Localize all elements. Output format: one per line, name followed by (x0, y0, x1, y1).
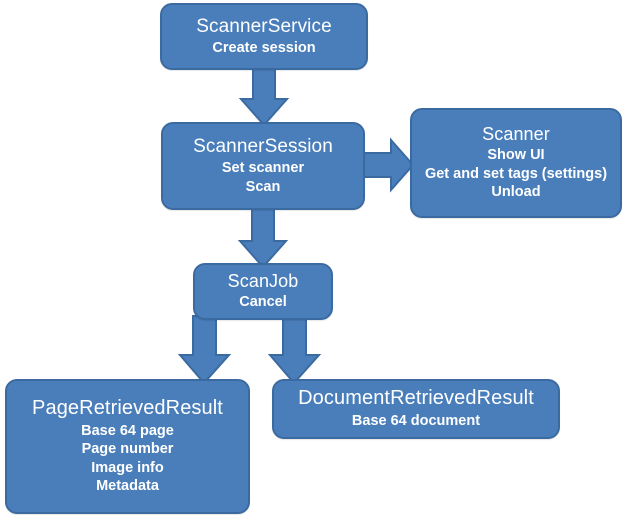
node-page-retrieved-result[interactable]: PageRetrievedResult Base 64 page Page nu… (5, 379, 250, 514)
arrow-session-to-scanjob (237, 205, 289, 269)
node-scanner-session[interactable]: ScannerSession Set scanner Scan (161, 122, 365, 210)
node-scan-job-title: ScanJob (227, 271, 299, 292)
arrow-scanjob-to-page (177, 315, 232, 385)
node-scan-job[interactable]: ScanJob Cancel (193, 263, 333, 320)
node-page-retrieved-result-line-0: Base 64 page (81, 422, 174, 439)
node-scanner-line-0: Show UI (487, 147, 545, 164)
node-scan-job-line-0: Cancel (239, 294, 287, 311)
node-scanner-service-lines: Create session (212, 39, 315, 58)
node-scanner-session-lines: Set scanner Scan (222, 159, 304, 196)
node-scanner-line-1: Get and set tags (settings) (424, 165, 608, 182)
node-page-retrieved-result-title: PageRetrievedResult (32, 397, 223, 420)
node-scanner[interactable]: Scanner Show UI Get and set tags (settin… (410, 108, 622, 218)
node-page-retrieved-result-line-1: Page number (81, 441, 174, 458)
node-scanner-line-2: Unload (491, 184, 541, 201)
node-page-retrieved-result-line-2: Image info (91, 459, 164, 476)
node-document-retrieved-result[interactable]: DocumentRetrievedResult Base 64 document (272, 379, 560, 439)
node-document-retrieved-result-title: DocumentRetrievedResult (298, 387, 534, 410)
node-page-retrieved-result-lines: Base 64 page Page number Image info Meta… (81, 422, 174, 496)
node-scanner-lines: Show UI Get and set tags (settings) Unlo… (425, 146, 607, 202)
arrow-service-to-session (238, 65, 290, 127)
node-scan-job-lines: Cancel (239, 293, 287, 312)
node-scanner-service[interactable]: ScannerService Create session (160, 3, 368, 70)
node-scanner-service-title: ScannerService (196, 15, 332, 37)
node-scanner-session-line-1: Scan (245, 178, 281, 195)
node-scanner-session-line-0: Set scanner (221, 160, 305, 177)
node-document-retrieved-result-lines: Base 64 document (352, 412, 480, 431)
node-document-retrieved-result-line-0: Base 64 document (351, 413, 481, 430)
node-scanner-session-title: ScannerSession (193, 135, 333, 157)
node-scanner-service-line-0: Create session (212, 39, 316, 56)
node-page-retrieved-result-line-3: Metadata (96, 478, 159, 495)
node-scanner-title: Scanner (482, 124, 550, 145)
arrow-session-to-scanner (361, 137, 415, 193)
arrow-scanjob-to-document (267, 315, 322, 385)
